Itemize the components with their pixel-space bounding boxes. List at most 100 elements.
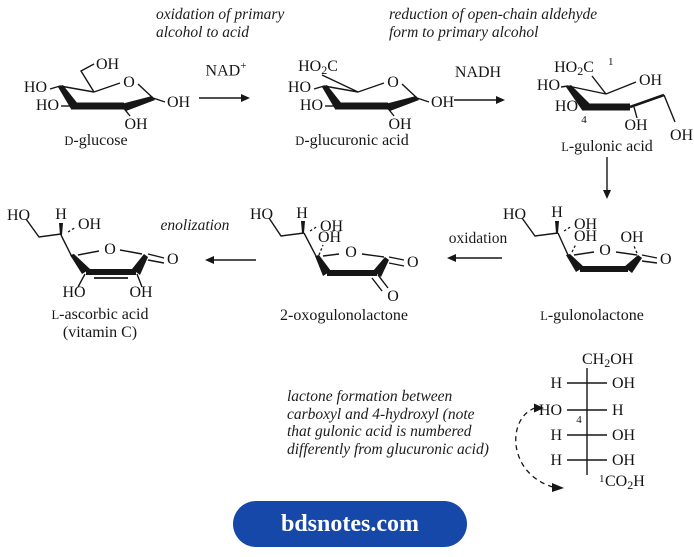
nad-arrow <box>199 94 250 102</box>
fischer-top-label: CH2OH <box>582 351 634 370</box>
nadh-arrow-head <box>496 96 505 104</box>
gulonic-caption-prefix: L <box>561 140 569 154</box>
ascorbic-caption-rest: -ascorbic acid <box>59 306 149 323</box>
oxidation-label: oxidation <box>448 230 508 247</box>
gulonic-ho2c-label: HO2C <box>554 59 594 78</box>
gulonic-caption: L-gulonic acid <box>525 138 689 156</box>
oxo-oh-ring-left-label: OH <box>318 229 342 246</box>
fischer-bottom-label: CO2H <box>605 473 645 492</box>
glucuronic-caption-prefix: D <box>295 134 305 148</box>
glucuronic-caption: D-glucuronic acid <box>270 132 434 150</box>
footer-site-badge: bdsnotes.com <box>233 501 467 547</box>
oxo-carbonyl-o-right-label: O <box>407 254 419 271</box>
glucose-ring-o-label: O <box>123 74 135 91</box>
lactone-note: lactone formation between carboxyl and 4… <box>287 388 489 458</box>
fischer-row2-right: H <box>612 402 624 419</box>
glucose-oh-bottom-label: OH <box>124 116 148 133</box>
gulonolactone-oh-ring-left-label: OH <box>574 228 598 245</box>
gulonic-oh-chain-end-label: OH <box>670 127 694 144</box>
fischer-row1-right: OH <box>612 375 636 392</box>
ascorbic-oh-chain-label: OH <box>78 216 102 233</box>
nad-label: NAD+ <box>197 60 255 80</box>
gulonolactone-carbonyl-o-label: O <box>660 251 672 268</box>
nad-arrow-head <box>241 94 250 102</box>
glucuronic-caption-rest: -glucuronic acid <box>304 132 409 149</box>
reduction-note-line2: form to primary alcohol <box>389 24 539 41</box>
gulonic-bonds <box>560 75 676 123</box>
gulonic-c4-number: 4 <box>581 114 587 126</box>
down-arrow <box>603 157 611 199</box>
gulonolactone-caption-prefix: L <box>540 309 548 323</box>
fischer-row1-left: H <box>550 375 562 392</box>
glucuronic-ho-lower-left-label: HO <box>300 97 323 114</box>
glucuronic-ho2c-label: HO2C <box>298 58 338 77</box>
gulonolactone-oh-chain-label: OH <box>574 216 598 233</box>
nadh-label: NADH <box>454 64 502 81</box>
ascorbic-structure: HO H OH O O HO OH <box>7 206 179 301</box>
oxogulonolactone-caption: 2-oxogulonolactone <box>262 307 426 325</box>
glucose-bonds <box>49 63 166 117</box>
enolization-arrow <box>205 256 256 264</box>
ascorbic-ring-o-label: O <box>104 241 116 258</box>
glucuronic-oh-bottom-label: OH <box>388 116 412 133</box>
ascorbic-h-chain-label: H <box>55 206 67 223</box>
gulonic-ho-lower-left-label: HO <box>555 98 578 115</box>
gulonic-caption-rest: -gulonic acid <box>568 138 653 155</box>
fischer-row4-right: OH <box>612 452 636 469</box>
reduction-note-line1: reduction of open-chain aldehyde <box>389 6 598 23</box>
enolization-label: enolization <box>160 217 230 234</box>
lactone-note-line2: carboxyl and 4-hydroxyl (note <box>287 405 475 423</box>
ascorbic-ho-enol-left-label: HO <box>62 284 85 301</box>
oxogulonolactone-structure: HO H OH OH O O O <box>250 205 419 305</box>
nad-base: NAD <box>205 62 241 80</box>
reduction-note: reduction of open-chain aldehyde form to… <box>389 6 597 42</box>
fischer-row4-left: H <box>550 452 562 469</box>
fischer-row3-right: OH <box>612 427 636 444</box>
oxo-h-chain-label: H <box>296 205 308 222</box>
gulonolactone-h-chain-label: H <box>551 204 563 221</box>
lactone-note-line1: lactone formation between <box>287 388 453 405</box>
glucose-caption-rest: -glucose <box>73 132 128 149</box>
ascorbic-carbonyl-o-label: O <box>167 251 179 268</box>
gulonolactone-ring-o-label: O <box>599 242 611 259</box>
glucose-ho-lower-left-label: HO <box>36 97 59 114</box>
glucuronic-oh-right-label: OH <box>431 94 455 111</box>
oxidation-note-line2: alcohol to acid <box>156 24 249 41</box>
ascorbic-bonds <box>25 218 165 288</box>
ascorbic-ho-chain-label: HO <box>7 207 30 224</box>
fischer-c1-number: 1 <box>599 473 605 485</box>
glucuronic-ho-left-label: HO <box>288 79 311 96</box>
gulonic-ho-left-label: HO <box>537 77 560 94</box>
glucose-caption: D-glucose <box>30 132 162 150</box>
nadh-arrow <box>454 96 505 104</box>
footer-site-label: bdsnotes.com <box>280 511 419 537</box>
oxo-ring-o-label: O <box>345 244 357 261</box>
gulonolactone-caption: L-gulonolactone <box>510 307 674 325</box>
gulonolactone-bonds <box>521 217 658 273</box>
lactone-note-line4: differently from glucuronic acid) <box>287 440 489 458</box>
ascorbic-caption-line2: (vitamin C) <box>62 324 138 341</box>
fischer-row3-left: H <box>550 427 562 444</box>
oxo-oh-chain-label: OH <box>320 218 344 235</box>
glucose-ho-left-label: HO <box>24 79 47 96</box>
fischer-c4-number: 4 <box>576 414 582 426</box>
gulonic-c1-number: 1 <box>608 56 614 68</box>
glucuronic-bonds <box>313 74 430 117</box>
gulonic-structure: HO2C 1 OH HO HO 4 OH OH <box>537 56 694 144</box>
glucose-oh-top-label: OH <box>96 56 120 73</box>
oxo-caption-rest: 2-oxogulonolactone <box>280 307 408 324</box>
oxidation-arrow-head <box>447 254 456 262</box>
oxidation-arrow <box>447 254 502 262</box>
fischer-bonds <box>515 368 607 492</box>
fischer-projection: CH2OH H OH HO H 4 H OH H OH 1 CO2H <box>515 351 645 492</box>
gulonolactone-structure: HO H OH OH O OH O <box>503 204 672 273</box>
glucuronic-ring-o-label: O <box>387 74 399 91</box>
enolization-arrow-head <box>205 256 214 264</box>
fischer-row2-left: HO <box>539 402 562 419</box>
glucose-oh-right-label: OH <box>167 94 191 111</box>
ascorbic-oh-enol-right-label: OH <box>129 284 153 301</box>
glucose-structure: OH O HO HO OH OH <box>24 56 191 133</box>
gulonic-oh-top-right-label: OH <box>639 72 663 89</box>
gulonolactone-oh-ring-right-label: OH <box>620 229 644 246</box>
